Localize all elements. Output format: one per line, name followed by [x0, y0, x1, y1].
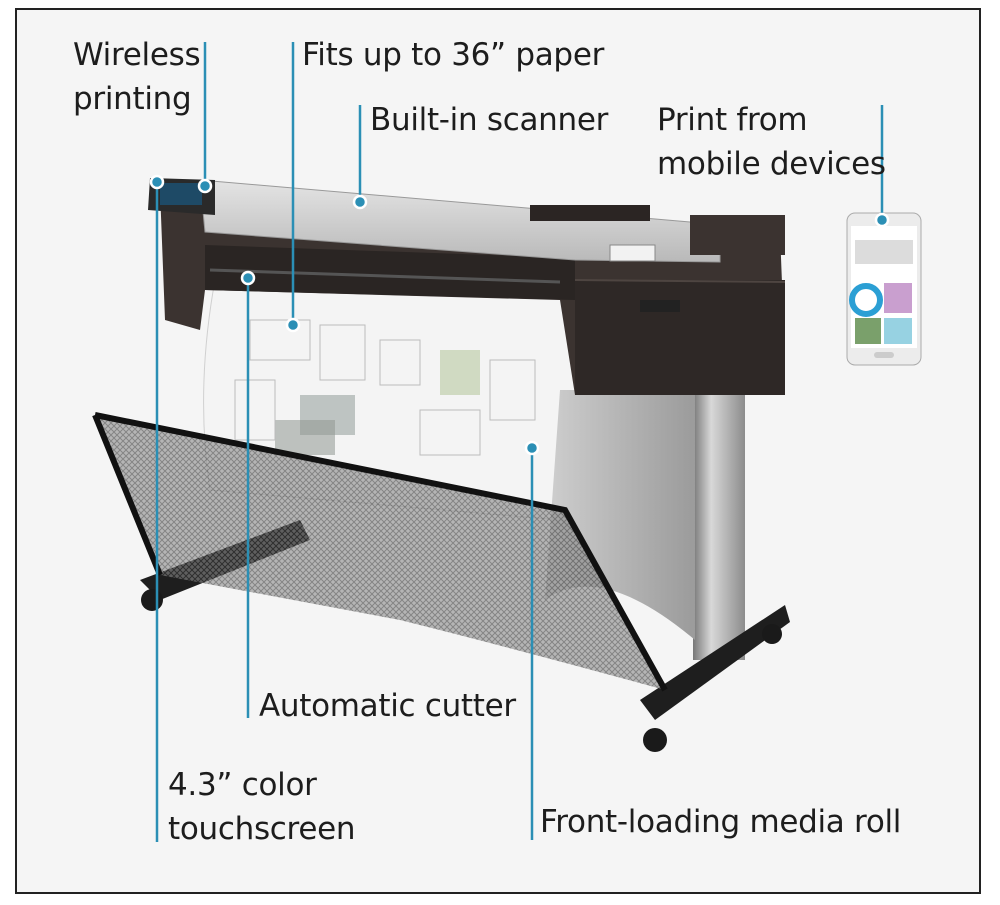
callout-leader-lines: [155, 42, 884, 842]
callout-print-from-mobile: Print from mobile devices: [657, 98, 886, 186]
callout-touchscreen-line1: 4.3” color: [168, 767, 317, 803]
callout-front-loading-roll: Front-loading media roll: [540, 804, 902, 840]
callout-mobile-line2: mobile devices: [657, 146, 886, 182]
callout-wireless-line2: printing: [73, 81, 192, 117]
callout-fits-paper: Fits up to 36” paper: [302, 37, 605, 73]
callout-dots: [149, 174, 890, 456]
printer-stand-right-leg: [640, 380, 790, 752]
output-basket: [92, 412, 668, 692]
callout-touchscreen-line2: touchscreen: [168, 811, 356, 847]
callout-built-in-scanner: Built-in scanner: [370, 102, 609, 138]
callout-wireless-line1: Wireless: [73, 37, 201, 73]
callout-color-touchscreen: 4.3” color touchscreen: [168, 763, 356, 851]
callout-mobile-line1: Print from: [657, 102, 808, 138]
callout-wireless-printing: Wireless printing: [73, 33, 201, 121]
callout-automatic-cutter: Automatic cutter: [259, 688, 516, 724]
smartphone: [846, 212, 922, 366]
scanner-lid: [199, 179, 785, 263]
